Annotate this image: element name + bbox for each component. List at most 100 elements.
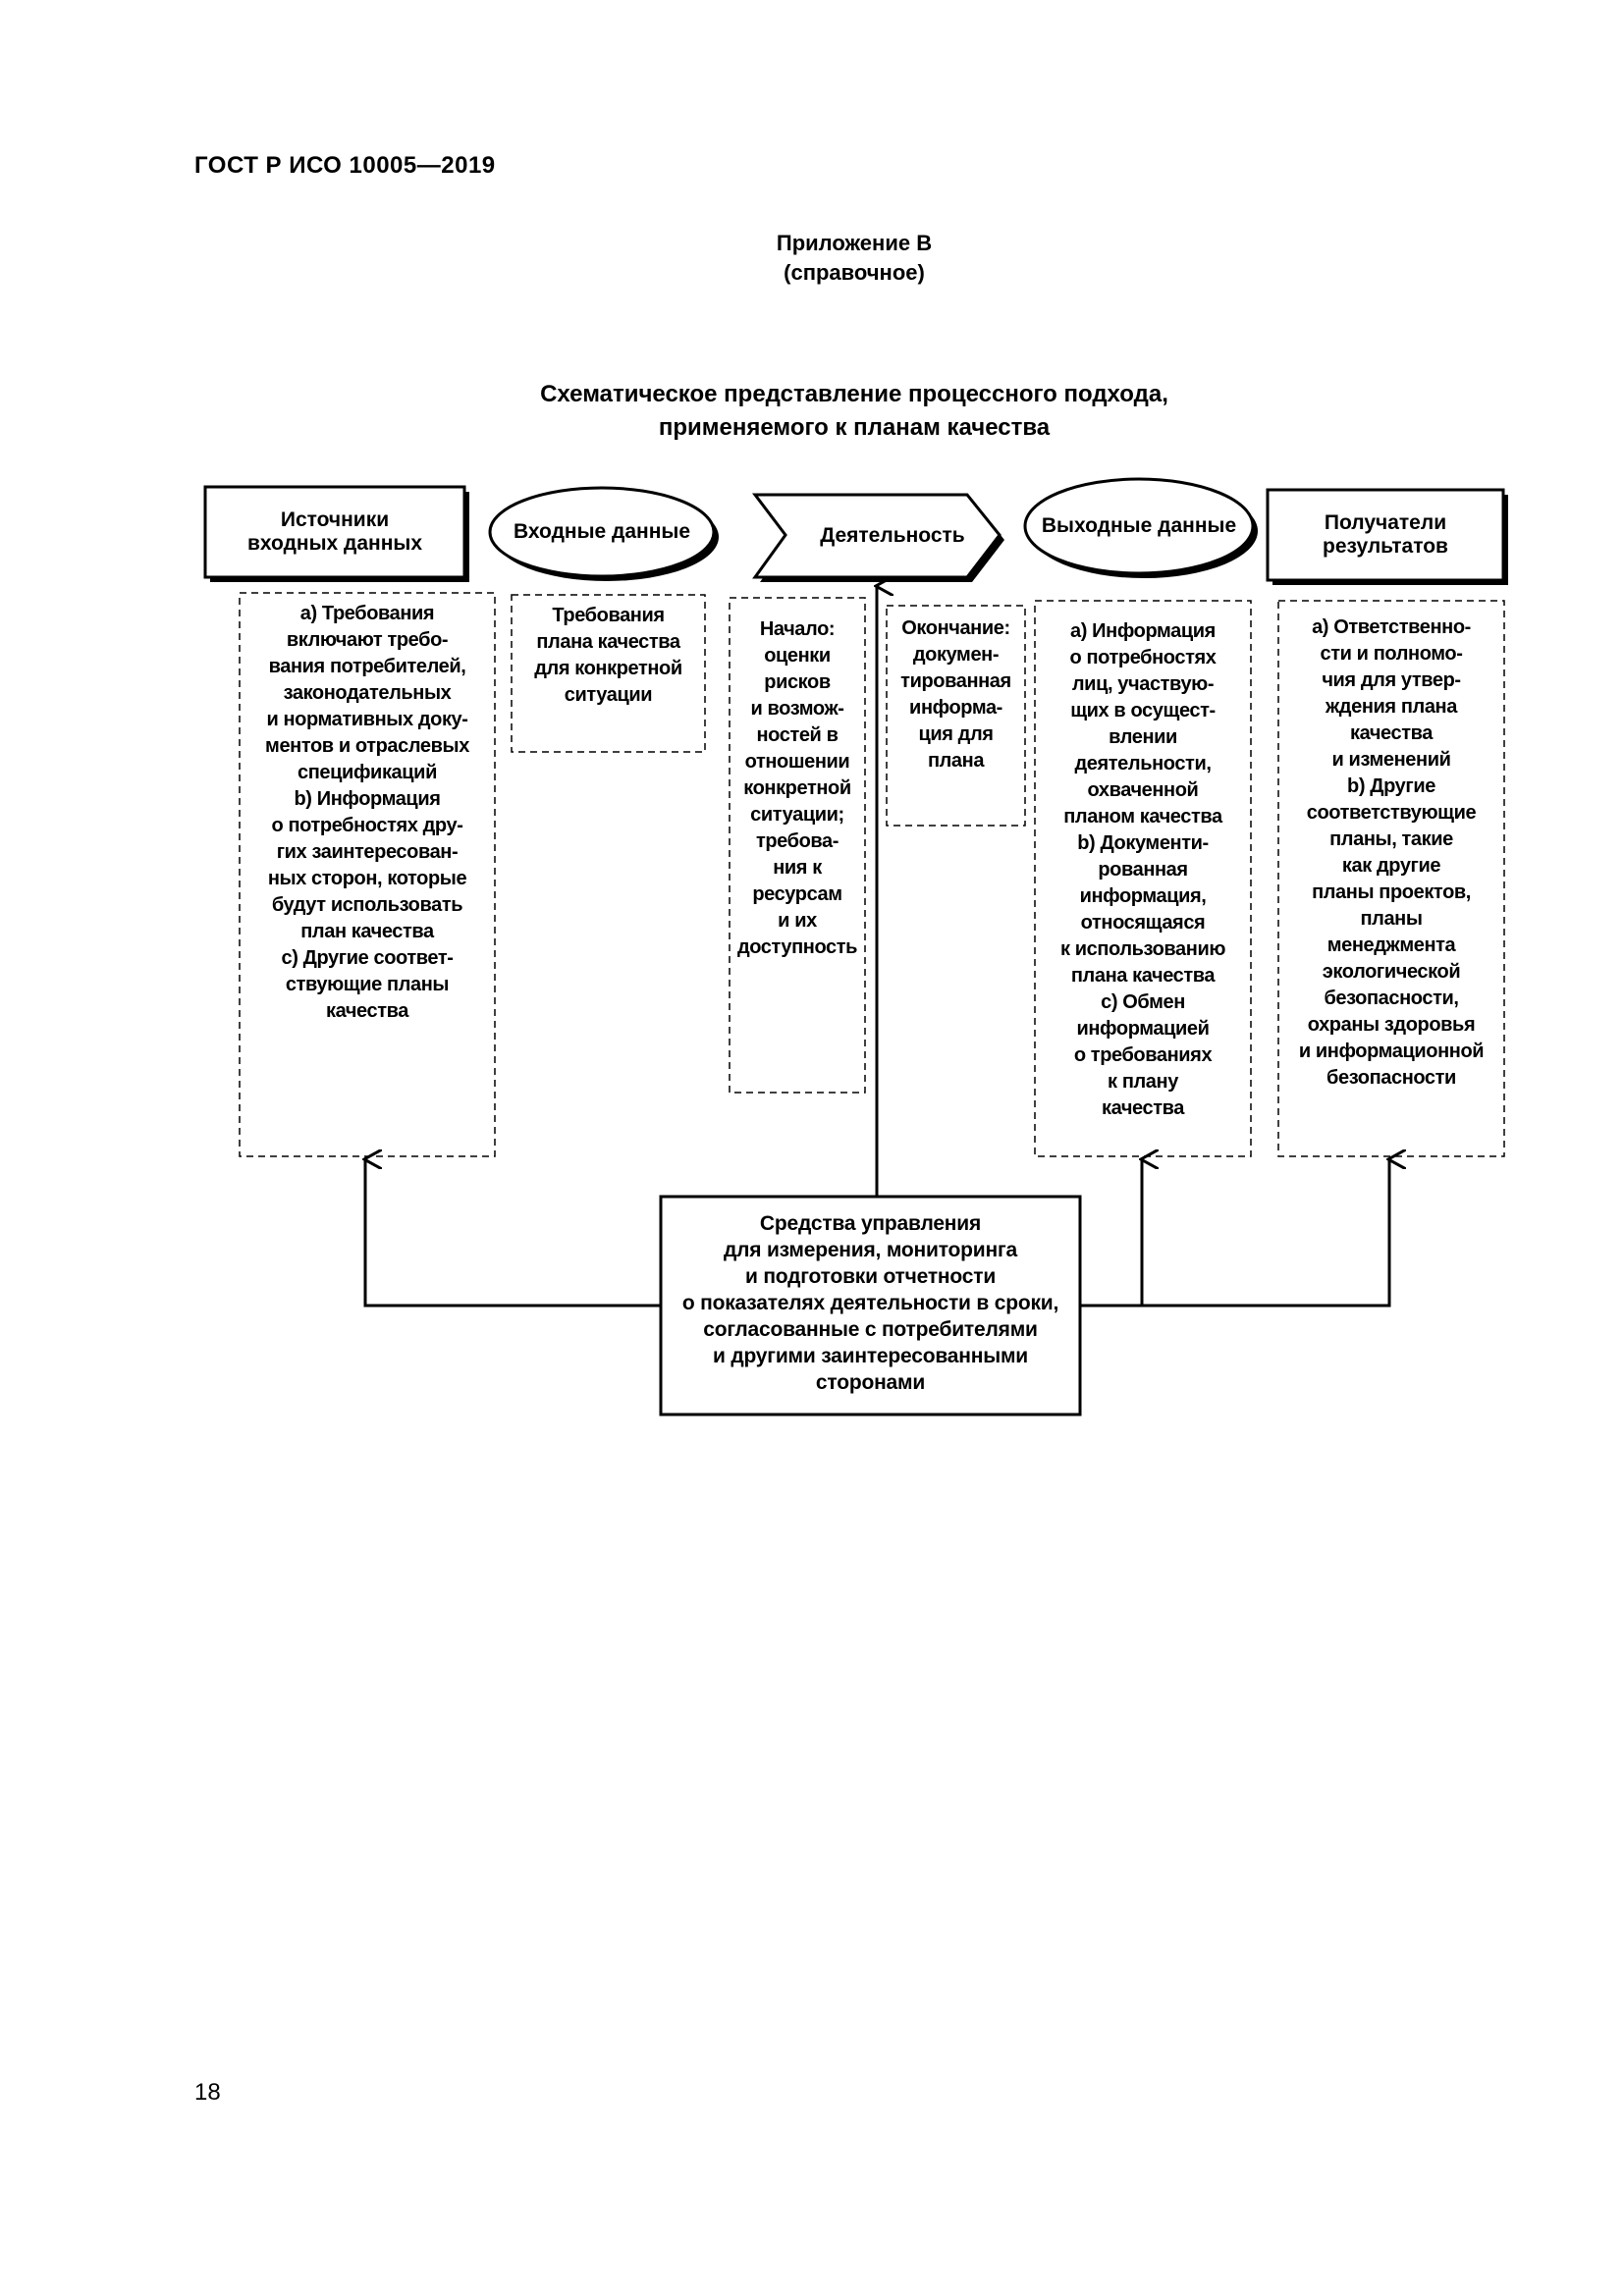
text-line: Требования	[552, 605, 665, 626]
text-line: охраны здоровья	[1307, 1014, 1476, 1036]
text-line: планом качества	[1063, 806, 1222, 828]
text-line: и другими заинтересованными	[712, 1345, 1029, 1367]
inputs-dashed-panel	[511, 594, 706, 753]
text-line: и нормативных доку-	[266, 709, 468, 730]
text-line: Средства управления	[759, 1212, 982, 1235]
text-line: c) Другие соответ-	[281, 947, 454, 969]
text-line: и изменений	[1331, 749, 1451, 771]
activity-start-text: Начало: оценки рисков и возмож- ностей в…	[731, 616, 864, 961]
text-line: ресурсам	[752, 883, 842, 905]
text-line: щих в осущест-	[1070, 700, 1216, 721]
controls-box	[659, 1195, 1082, 1416]
appendix-title: Приложение В	[776, 231, 933, 255]
activity-end-text: Окончание: докумен- тированная информа- …	[888, 615, 1024, 774]
connector-to-sources	[365, 1159, 661, 1308]
text-line: ния к	[773, 857, 822, 879]
connector-to-recipients	[1142, 1159, 1389, 1308]
text-line: и информационной	[1298, 1041, 1485, 1062]
text-line: плана	[927, 750, 985, 772]
text-line: качества	[1102, 1097, 1184, 1119]
inputs-label: Входные данные	[513, 520, 691, 543]
outputs-text: a) Информация о потребностях лиц, участв…	[1037, 618, 1249, 1122]
text-line: для конкретной	[534, 658, 682, 679]
text-line: b) Информация	[294, 788, 441, 810]
text-line: докумен-	[912, 644, 1000, 666]
text-line: информацией	[1076, 1018, 1210, 1040]
text-line: к плану	[1108, 1071, 1178, 1093]
outputs-dashed-panel	[1034, 600, 1252, 1157]
sources-label-line-2: входных данных	[246, 532, 423, 555]
text-line: относящаяся	[1080, 912, 1206, 934]
text-line: информа-	[909, 697, 1002, 719]
text-line: спецификаций	[298, 762, 437, 783]
text-line: к использованию	[1059, 938, 1226, 960]
text-line: о потребностях	[1069, 647, 1217, 668]
text-line: экологической	[1322, 961, 1461, 983]
text-line: гих заинтересован-	[276, 841, 459, 863]
text-line: план качества	[300, 921, 434, 942]
text-line: a) Информация	[1070, 620, 1216, 642]
text-line: влении	[1109, 726, 1177, 748]
recipients-dashed-panel	[1277, 600, 1505, 1157]
inputs-text: Требования плана качества для конкретной…	[514, 603, 703, 709]
text-line: ных сторон, которые	[267, 868, 467, 889]
text-line: будут использовать	[271, 894, 463, 916]
text-line: сти и полномо-	[1320, 643, 1463, 665]
text-line: и их	[778, 910, 817, 932]
text-line: согласованные с потребителями	[703, 1318, 1038, 1341]
activity-start-dashed-panel	[729, 597, 866, 1094]
text-line: лиц, участвую-	[1071, 673, 1215, 695]
text-line: безопасности	[1326, 1067, 1456, 1089]
text-line: требова-	[755, 830, 839, 852]
activity-arrow-shape	[751, 493, 1004, 582]
text-line: плана качества	[536, 631, 680, 653]
text-line: ствующие планы	[285, 974, 450, 995]
recipients-label-line-2: результатов	[1323, 535, 1448, 558]
text-line: для измерения, мониторинга	[724, 1239, 1017, 1261]
sources-label-line-1: Источники	[280, 508, 390, 531]
text-line: доступность	[736, 936, 858, 958]
text-line: a) Ответственно-	[1312, 616, 1471, 638]
outputs-label: Выходные данные	[1041, 514, 1237, 537]
text-line: чия для утвер-	[1322, 669, 1461, 691]
text-line: как другие	[1341, 855, 1441, 877]
text-line: ция для	[918, 723, 994, 745]
text-line: ждения плана	[1326, 696, 1457, 718]
text-line: включают требо-	[286, 629, 449, 651]
text-line: деятельности,	[1074, 753, 1212, 774]
text-line: информация,	[1079, 885, 1207, 907]
text-line: рисков	[764, 671, 831, 693]
text-line: о требованиях	[1073, 1044, 1213, 1066]
text-line: отношении	[744, 751, 850, 773]
recipients-label: Получатели результатов	[1268, 490, 1503, 580]
sources-label: Источники входных данных	[205, 487, 464, 577]
text-line: c) Обмен	[1101, 991, 1185, 1013]
text-line: Начало:	[759, 618, 836, 640]
text-line: соответствующие	[1306, 802, 1477, 824]
sources-text: a) Требования включают требо- вания потр…	[244, 601, 491, 1025]
text-line: о показателях деятельности в сроки,	[681, 1292, 1059, 1314]
outputs-ellipse	[1023, 477, 1258, 578]
text-line: качества	[1350, 722, 1433, 744]
text-line: о потребностях дру-	[271, 815, 463, 836]
activity-label: Деятельность	[820, 524, 965, 547]
text-line: планы проектов,	[1312, 881, 1471, 903]
text-line: охваченной	[1087, 779, 1199, 801]
text-line: ситуации	[564, 684, 653, 706]
text-line: и подготовки отчетности	[744, 1265, 997, 1288]
text-line: оценки	[764, 645, 831, 667]
text-line: вания потребителей,	[268, 656, 466, 677]
page-number: 18	[194, 2079, 221, 2106]
connector-to-outputs	[1078, 1159, 1142, 1308]
text-line: безопасности,	[1324, 988, 1459, 1009]
recipients-box	[1266, 488, 1508, 585]
text-line: планы, такие	[1329, 828, 1453, 850]
text-line: конкретной	[743, 777, 851, 799]
text-line: a) Требования	[299, 603, 435, 624]
document-code: ГОСТ Р ИСО 10005—2019	[194, 152, 496, 179]
text-line: тированная	[900, 670, 1011, 692]
text-line: рованная	[1098, 859, 1188, 881]
text-line: b) Документи-	[1077, 832, 1209, 854]
text-line: и возмож-	[750, 698, 844, 720]
